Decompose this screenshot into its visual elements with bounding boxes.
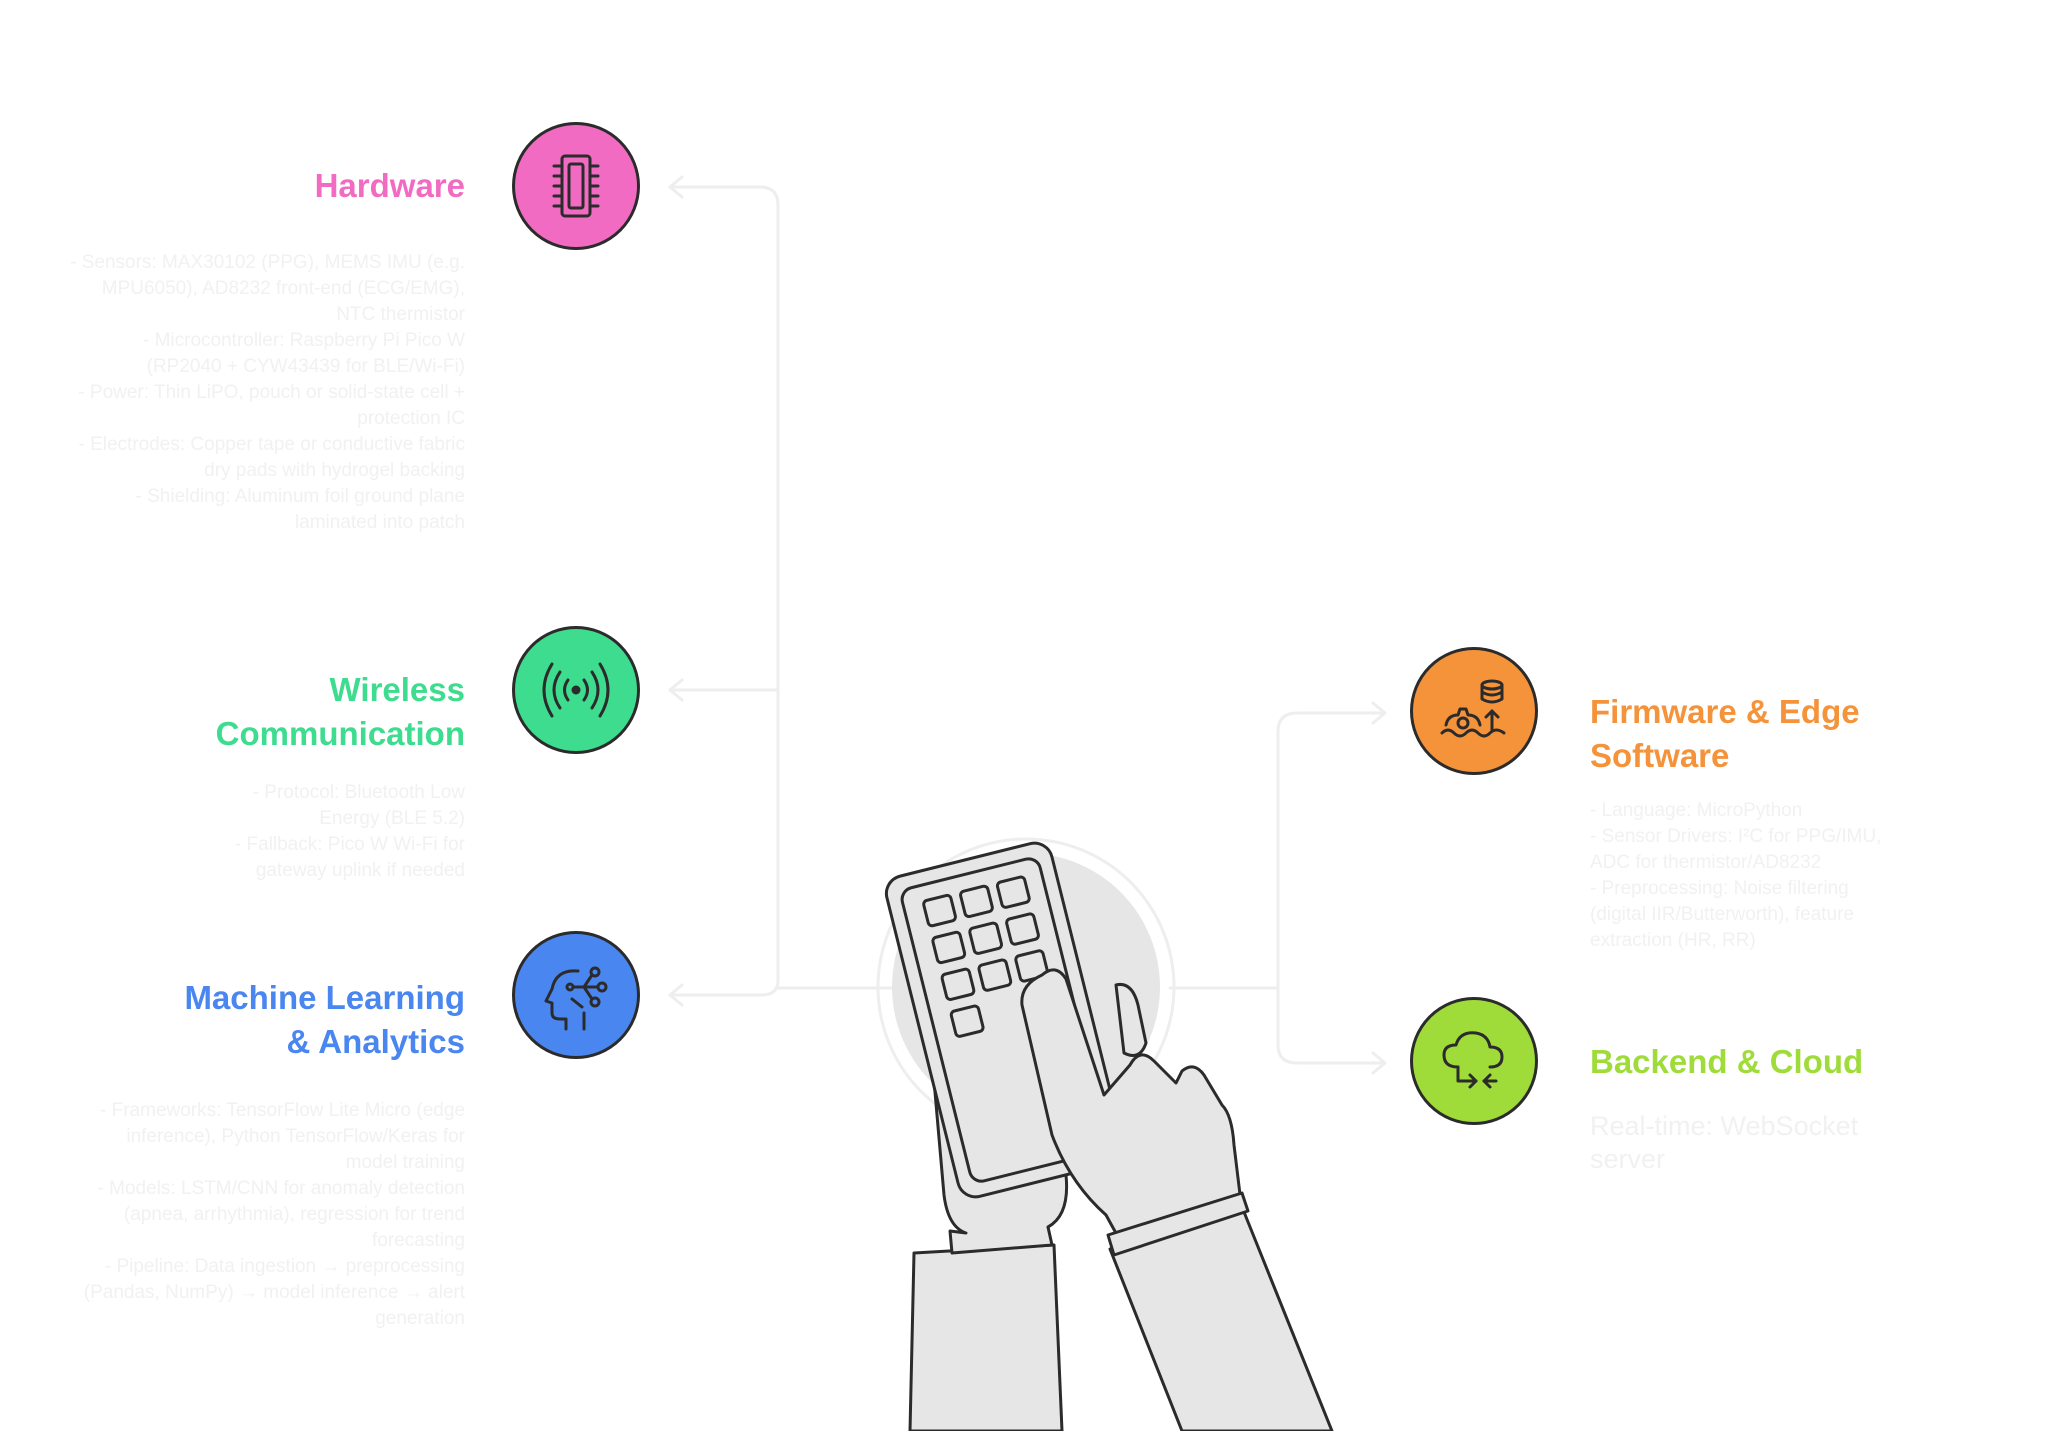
ml-title: Machine Learning & Analytics	[184, 979, 465, 1060]
wireless-signal-icon	[542, 662, 610, 718]
wireless-description: - Protocol: Bluetooth Low Energy (BLE 5.…	[234, 782, 465, 881]
hardware-description: - Sensors: MAX30102 (PPG), MEMS IMU (e.g…	[70, 252, 465, 533]
wireless-node-circle	[512, 626, 640, 754]
backend-description: Real-time: WebSocket server	[1590, 1111, 1859, 1174]
hands-keypad-illustration	[876, 837, 1334, 1431]
hardware-node-circle	[512, 122, 640, 250]
wireless-title: Wireless Communication	[215, 671, 465, 752]
ml-node-circle	[512, 931, 640, 1059]
backend-title: Backend & Cloud	[1590, 1043, 1864, 1080]
cloud-sync-icon	[1442, 1031, 1504, 1089]
microchip-icon	[552, 154, 600, 218]
ml-description: - Frameworks: TensorFlow Lite Micro (edg…	[83, 1100, 465, 1329]
firmware-description: - Language: MicroPython - Sensor Drivers…	[1590, 800, 1882, 951]
hardware-title: Hardware	[314, 167, 465, 204]
firmware-node-circle	[1410, 647, 1538, 775]
backend-node-circle	[1410, 997, 1538, 1125]
ai-head-icon	[544, 966, 608, 1031]
gear-database-icon	[1440, 679, 1506, 738]
firmware-title: Firmware & Edge Software	[1590, 693, 1860, 774]
